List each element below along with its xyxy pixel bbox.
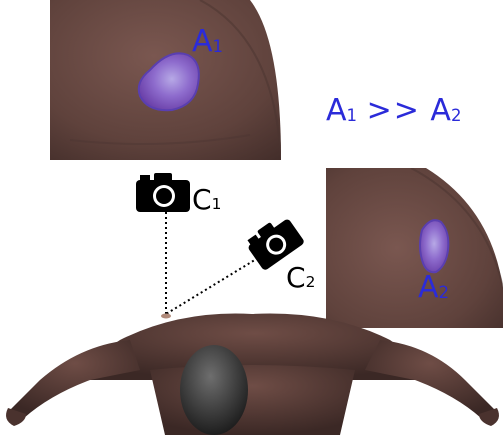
camera-label-2: C2 bbox=[286, 264, 315, 292]
camera-icon bbox=[134, 172, 192, 214]
lesion-spot bbox=[161, 314, 171, 319]
body-figure bbox=[0, 300, 503, 435]
head bbox=[180, 345, 248, 435]
camera-label-1: C1 bbox=[192, 186, 221, 214]
